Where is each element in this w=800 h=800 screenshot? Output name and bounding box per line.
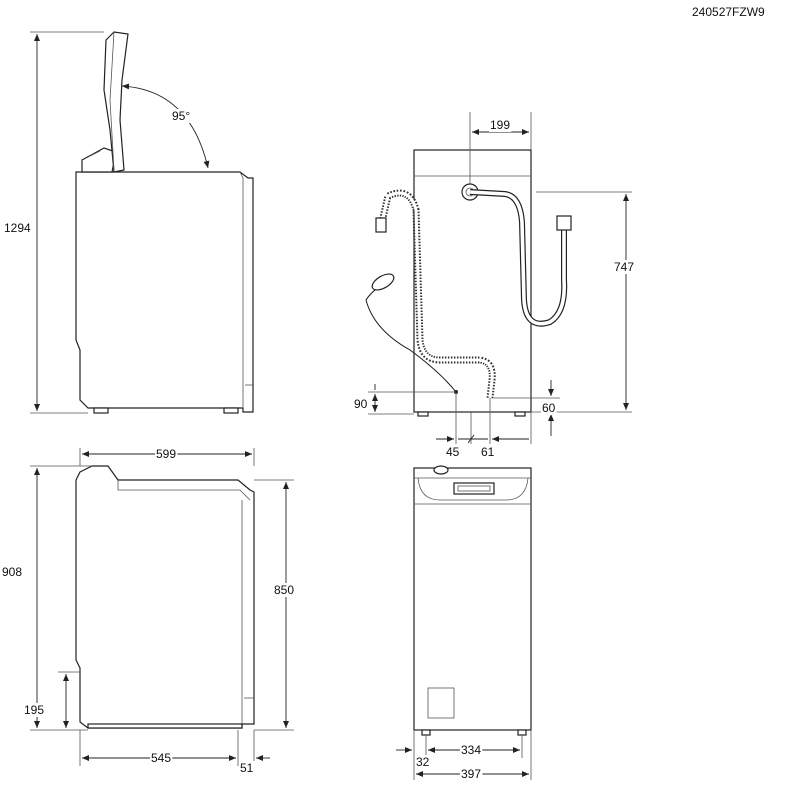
height-open-label: 1294 [4, 221, 31, 235]
label-background [353, 397, 369, 411]
total-height-label: 908 [2, 565, 22, 579]
front-cabinet [413, 467, 532, 731]
label-background [541, 401, 557, 415]
label-background [480, 445, 496, 459]
pipe-right-label: 61 [481, 445, 495, 459]
rear-view-hoses: 199 747 60 90 45 61 [353, 112, 636, 459]
label-background [613, 260, 636, 274]
service-hatch [427, 687, 455, 719]
foot-offset-label: 32 [416, 755, 430, 769]
pipe-left-label: 45 [446, 445, 460, 459]
foot-back [223, 407, 239, 414]
body-height-label: 850 [274, 583, 294, 597]
label-background [273, 583, 296, 597]
label-background [489, 118, 512, 132]
label-background [3, 221, 33, 235]
label-background [460, 743, 483, 757]
outlet-offset-label: 199 [490, 118, 510, 132]
depth-label: 599 [156, 447, 176, 461]
hose-height-label: 747 [614, 260, 634, 274]
label-background [150, 751, 173, 765]
inlet-connector [375, 217, 387, 233]
foot-spacing-label: 334 [461, 743, 481, 757]
label-background [415, 755, 431, 769]
side-view: 599 908 850 195 545 51 [1, 447, 296, 775]
hose-clearance-label: 60 [542, 401, 556, 415]
foot-front [93, 407, 109, 414]
cable-height-label: 90 [354, 397, 368, 411]
side-view-lid-open: 95° 1294 [3, 31, 254, 414]
label-background [1, 565, 24, 579]
label-background [445, 445, 461, 459]
label-background [239, 761, 255, 775]
control-panel-display [453, 482, 495, 495]
back-offset-label: 51 [240, 761, 254, 775]
drain-hose-hook [556, 215, 572, 231]
label-background [460, 767, 483, 781]
drawing-code: 240527FZW9 [692, 5, 765, 19]
lid-angle-label: 95° [172, 109, 190, 123]
base-height-label: 195 [24, 703, 44, 717]
label-background [23, 703, 46, 717]
front-view: 334 32 397 [396, 465, 532, 781]
label-background [155, 447, 178, 461]
front-knob [433, 465, 449, 475]
width-label: 397 [461, 767, 481, 781]
label-background [171, 109, 192, 123]
lid-angle-arc [121, 83, 210, 169]
base-depth-label: 545 [151, 751, 171, 765]
cabinet-outline [75, 171, 254, 413]
power-plug [371, 273, 395, 291]
side-cabinet [75, 465, 255, 729]
